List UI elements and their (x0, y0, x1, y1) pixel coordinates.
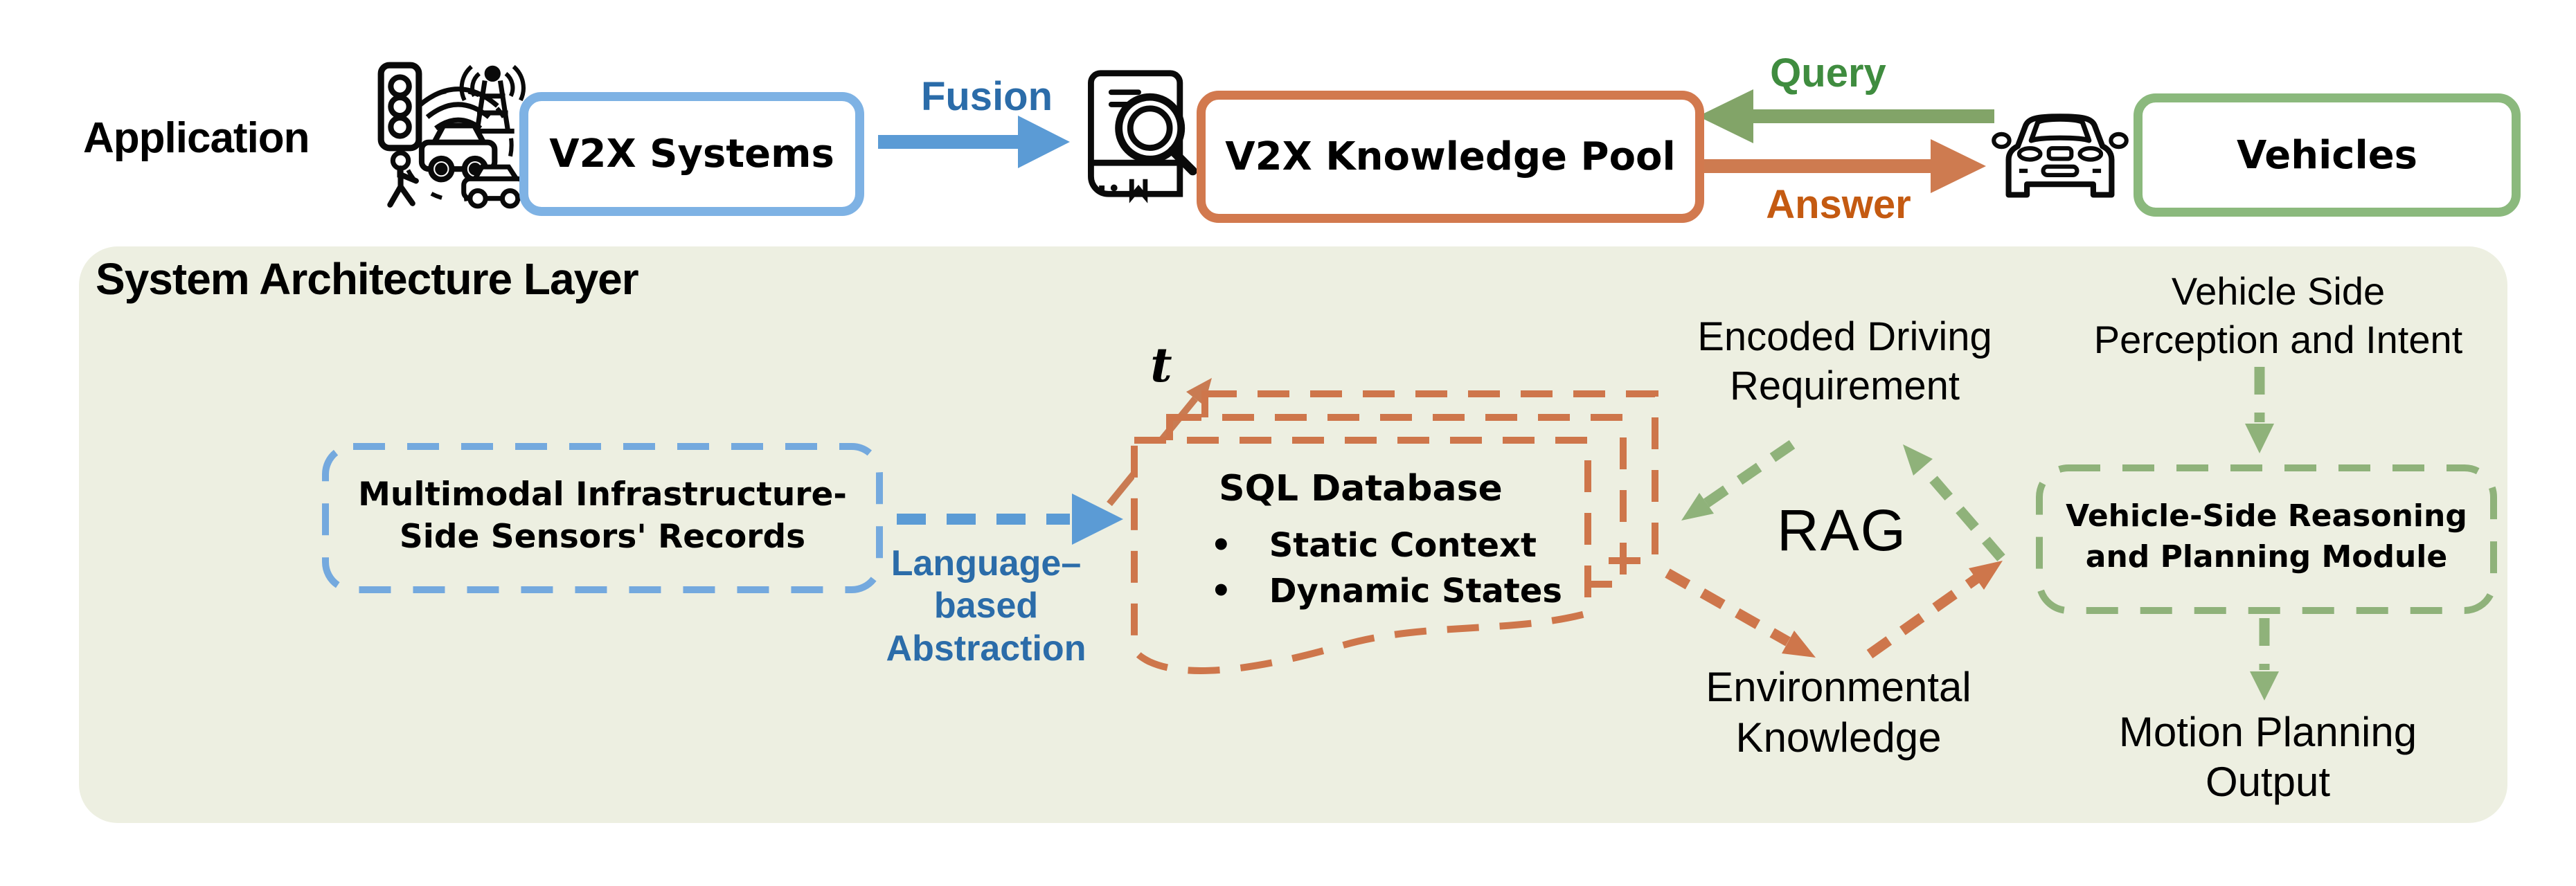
book-magnifier-icon (1088, 70, 1197, 204)
motion-planning-output-label: Motion Planning Output (2070, 707, 2465, 807)
sql-item-label: Dynamic States (1269, 572, 1562, 611)
v2x-systems-label: V2X Systems (549, 132, 834, 177)
multimodal-records-label: Multimodal Infrastructure- Side Sensors'… (339, 473, 866, 558)
bullet-icon: • (1210, 572, 1232, 611)
perception-line2: Perception and Intent (2093, 318, 2463, 361)
signal-arcs (417, 87, 499, 131)
center-car (418, 123, 498, 183)
v2x-infrastructure-icon (377, 62, 527, 209)
multimodal-line1: Multimodal Infrastructure- (358, 476, 847, 514)
v2x-systems-box: V2X Systems (519, 92, 864, 216)
query-label: Query (1770, 51, 1886, 96)
multimodal-line2: Side Sensors' Records (399, 518, 806, 557)
vehicle-perception-label: Vehicle Side Perception and Intent (2050, 267, 2507, 364)
env-line2: Knowledge (1735, 714, 1942, 761)
pedestrian (387, 150, 419, 208)
perception-line1: Vehicle Side (2171, 269, 2386, 313)
fusion-label: Fusion (920, 74, 1053, 119)
v2x-knowledge-pool-label: V2X Knowledge Pool (1225, 134, 1676, 179)
environmental-knowledge-label: Environmental Knowledge (1648, 662, 2029, 763)
reasoning-line1: Vehicle-Side Reasoning (2066, 498, 2467, 534)
env-line1: Environmental (1706, 664, 1971, 710)
sql-item-dynamic-states: • Dynamic States (1210, 572, 1562, 611)
language-abstraction-label: Language– based Abstraction (868, 543, 1104, 670)
small-car (461, 164, 527, 209)
motion-line1: Motion Planning (2118, 709, 2417, 755)
panel-title: System Architecture Layer (96, 254, 639, 304)
encoded-line1: Encoded Driving (1697, 314, 1992, 359)
car-front-icon (1992, 114, 2129, 198)
application-label: Application (83, 114, 310, 162)
time-axis-label: t (1150, 338, 1172, 393)
rag-label: RAG (1776, 498, 1908, 563)
sql-item-static-context: • Static Context (1210, 526, 1537, 565)
motion-line2: Output (2205, 759, 2331, 805)
language-line3: Abstraction (886, 628, 1086, 669)
vehicles-box: Vehicles (2134, 93, 2521, 217)
vehicles-label: Vehicles (2236, 132, 2418, 178)
v2x-knowledge-pool-box: V2X Knowledge Pool (1197, 91, 1704, 223)
reasoning-module-label: Vehicle-Side Reasoning and Planning Modu… (2053, 496, 2480, 578)
sql-database-title: SQL Database (1219, 468, 1503, 509)
reasoning-line2: and Planning Module (2085, 539, 2448, 575)
query-arrow (1698, 89, 1994, 143)
antenna-tower (459, 64, 526, 134)
sql-item-label: Static Context (1269, 526, 1537, 565)
language-line2: based (933, 586, 1039, 626)
answer-label: Answer (1766, 182, 1911, 227)
bullet-icon: • (1210, 526, 1232, 565)
encoded-line2: Requirement (1729, 363, 1960, 408)
encoded-driving-requirement-label: Encoded Driving Requirement (1651, 313, 2039, 411)
language-line1: Language– (891, 543, 1082, 584)
fusion-arrow (878, 116, 1070, 168)
